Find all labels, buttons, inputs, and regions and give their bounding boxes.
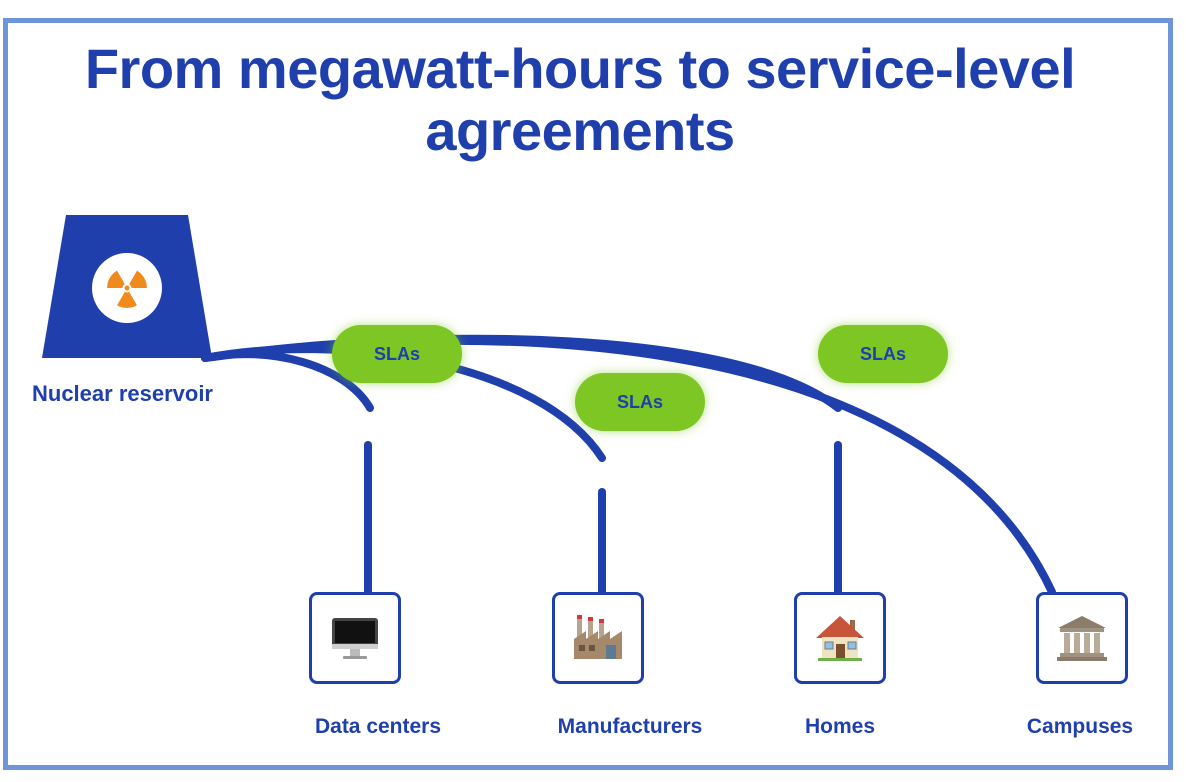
campuses-node bbox=[1036, 592, 1128, 684]
classical-building-icon bbox=[1057, 616, 1107, 661]
campuses-label: Campuses bbox=[1026, 715, 1134, 738]
sla-badge-3: SLAs bbox=[818, 325, 948, 383]
house-icon bbox=[816, 616, 864, 661]
sla-badge-2: SLAs bbox=[575, 373, 705, 431]
homes-label: Homes bbox=[804, 715, 876, 738]
data-centers-node bbox=[309, 592, 401, 684]
radiation-icon bbox=[92, 253, 162, 323]
factory-icon bbox=[574, 615, 622, 659]
page-title: From megawatt-hours to service-level agr… bbox=[84, 37, 1076, 162]
data-centers-label: Data centers bbox=[314, 715, 442, 738]
computer-monitor-icon bbox=[332, 618, 378, 659]
homes-node bbox=[794, 592, 886, 684]
manufacturers-node bbox=[552, 592, 644, 684]
sla-badge-1: SLAs bbox=[332, 325, 462, 383]
nuclear-reservoir-label: Nuclear reservoir bbox=[32, 381, 213, 406]
manufacturers-label: Manufacturers bbox=[557, 715, 703, 738]
